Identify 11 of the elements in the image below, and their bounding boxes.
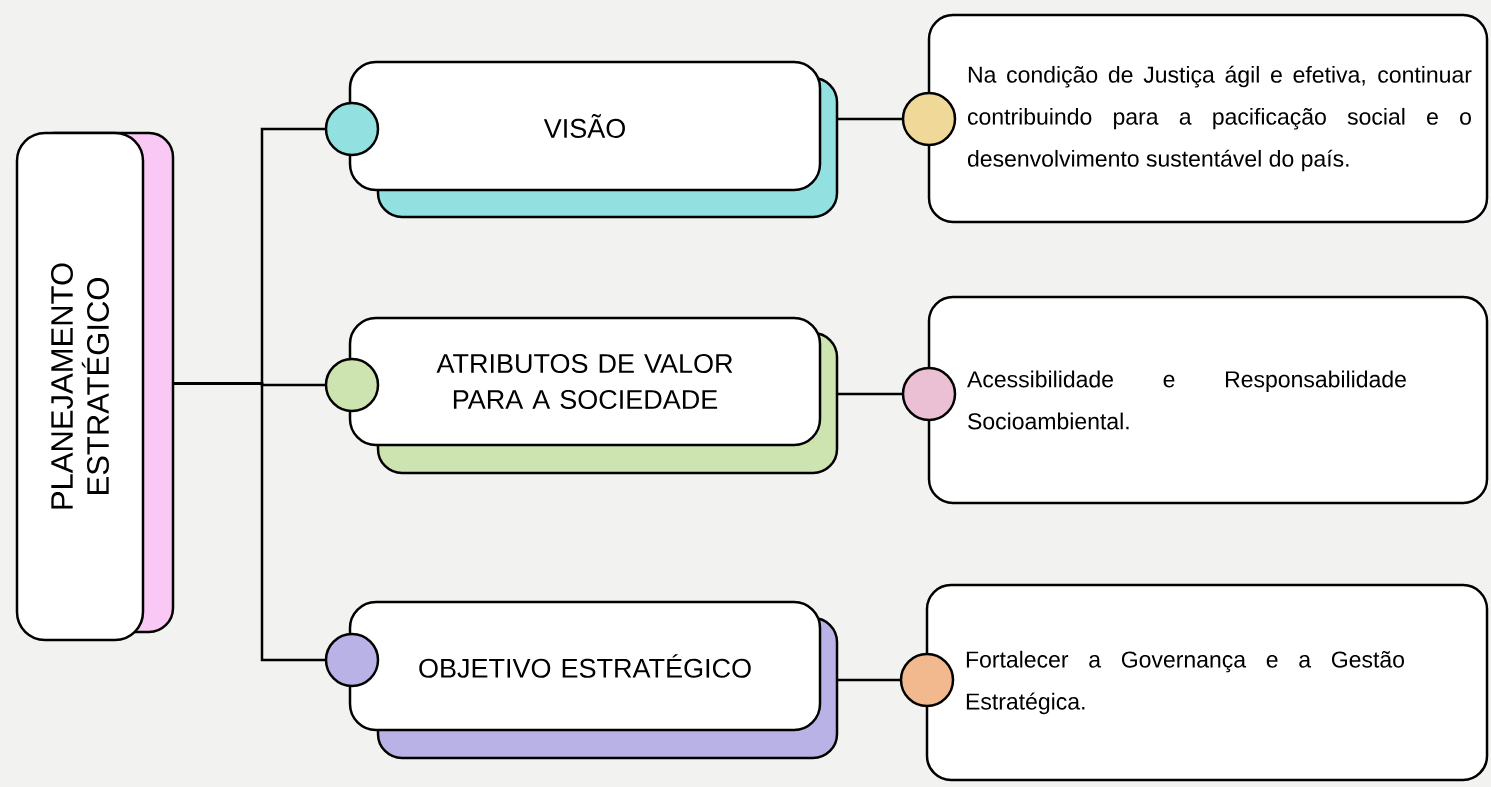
topic-box: ATRIBUTOS DE VALOR PARA A SOCIEDADE bbox=[324, 316, 839, 475]
text-card: Fortalecer a Governança e a Gestão Estratégica. bbox=[899, 583, 1489, 782]
connector-line bbox=[837, 392, 903, 396]
title-box: PLANEJAMENTO ESTRATÉGICO bbox=[15, 131, 175, 642]
connector-line bbox=[837, 117, 903, 121]
text-card: Acessibilidade e Responsabilidade Socioambiental. bbox=[901, 295, 1489, 505]
connector-line bbox=[173, 382, 326, 662]
topic-box: VISÃO bbox=[324, 60, 839, 219]
connector-line bbox=[837, 678, 901, 682]
topic-box: OBJETIVO ESTRATÉGICO bbox=[324, 600, 839, 760]
text-card: Na condição de Justiça ágil e efetiva, continuar contribuindo para a pacificação social e o desenvolvimento sustentável do país. bbox=[901, 13, 1489, 224]
